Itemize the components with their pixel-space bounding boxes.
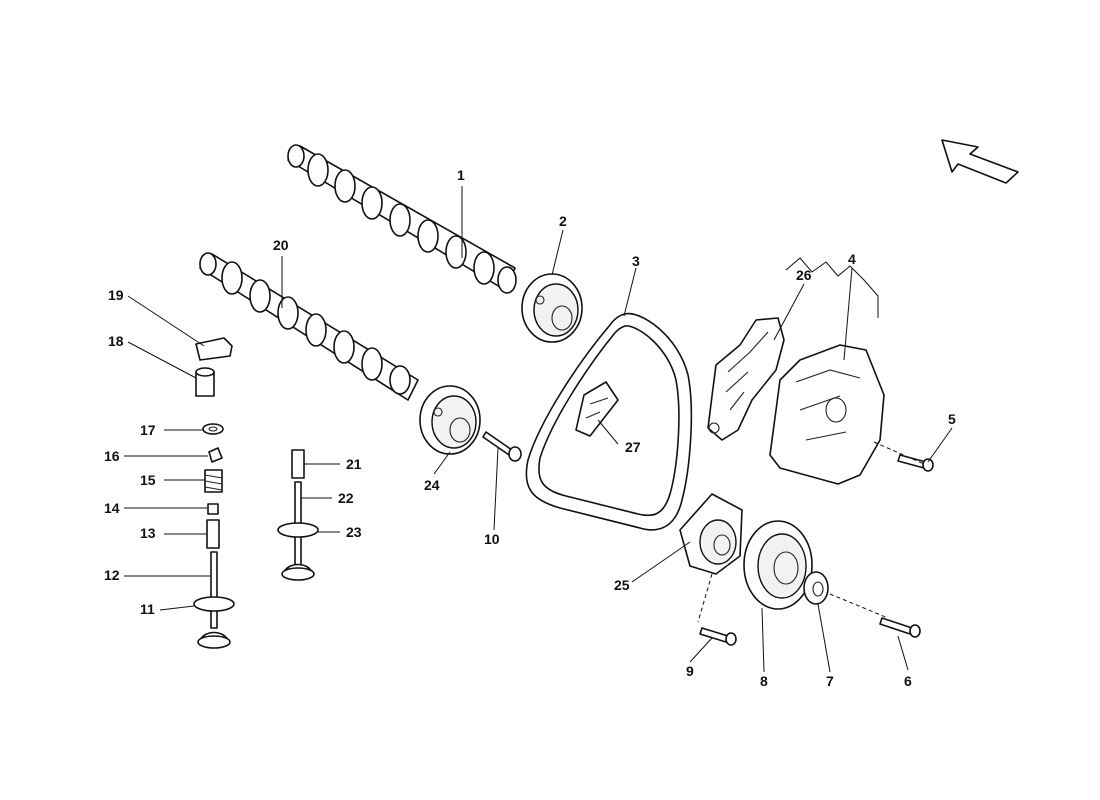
callout-12: 12 xyxy=(104,567,120,583)
valve-guide-13 xyxy=(206,519,220,549)
valve-spring-seat-17 xyxy=(202,423,224,435)
camshaft-adjuster-lower xyxy=(419,385,481,455)
callout-20: 20 xyxy=(273,237,289,253)
gasket-26 xyxy=(707,317,785,441)
leader-lines xyxy=(124,186,953,673)
valve-11 xyxy=(193,551,235,649)
bolt-5 xyxy=(897,454,934,472)
callout-22: 22 xyxy=(338,490,354,506)
callout-3: 3 xyxy=(632,253,640,269)
washer-7 xyxy=(803,571,829,605)
direction-arrow-icon xyxy=(941,139,1019,184)
callout-2: 2 xyxy=(559,213,567,229)
valve-guide-21 xyxy=(291,449,305,479)
callout-9: 9 xyxy=(686,663,694,679)
hydraulic-lifter-18 xyxy=(195,367,215,397)
chain-tensioner xyxy=(575,381,619,437)
callout-8: 8 xyxy=(760,673,768,689)
callout-21: 21 xyxy=(346,456,362,472)
flange-25 xyxy=(679,493,743,575)
callout-27: 27 xyxy=(625,439,641,455)
bolt-6 xyxy=(879,617,921,638)
callout-23: 23 xyxy=(346,524,362,540)
callout-26: 26 xyxy=(796,267,812,283)
callout-13: 13 xyxy=(140,525,156,541)
camshaft-lower xyxy=(199,252,419,401)
callout-1: 1 xyxy=(457,167,465,183)
camshaft-upper xyxy=(287,144,517,294)
callout-25: 25 xyxy=(614,577,630,593)
valve-keeper-16 xyxy=(208,447,223,463)
bracket-4 xyxy=(785,257,879,318)
callout-19: 19 xyxy=(108,287,124,303)
callout-11: 11 xyxy=(140,601,155,617)
callout-18: 18 xyxy=(108,333,124,349)
bolt-9 xyxy=(699,627,737,646)
valve-stem-seal-14 xyxy=(207,503,219,515)
callout-16: 16 xyxy=(104,448,120,464)
timing-chain xyxy=(525,312,693,531)
camshaft-adjuster-upper xyxy=(521,273,583,343)
callout-15: 15 xyxy=(140,472,156,488)
sprocket-8 xyxy=(743,520,813,610)
callout-7: 7 xyxy=(826,673,834,689)
valve-spring-15 xyxy=(204,469,223,493)
valve-23 xyxy=(277,481,319,581)
timing-cover-4 xyxy=(769,344,885,485)
callout-5: 5 xyxy=(948,411,956,427)
callout-17: 17 xyxy=(140,422,156,438)
callout-6: 6 xyxy=(904,673,912,689)
callout-4: 4 xyxy=(848,251,856,267)
callout-10: 10 xyxy=(484,531,500,547)
rocker-arm-19 xyxy=(195,337,233,361)
callout-labels: 1 2 3 4 5 6 7 8 9 10 11 12 13 14 15 16 1… xyxy=(104,167,956,689)
bolt-10 xyxy=(482,431,522,462)
callout-24: 24 xyxy=(424,477,440,493)
callout-14: 14 xyxy=(104,500,120,516)
